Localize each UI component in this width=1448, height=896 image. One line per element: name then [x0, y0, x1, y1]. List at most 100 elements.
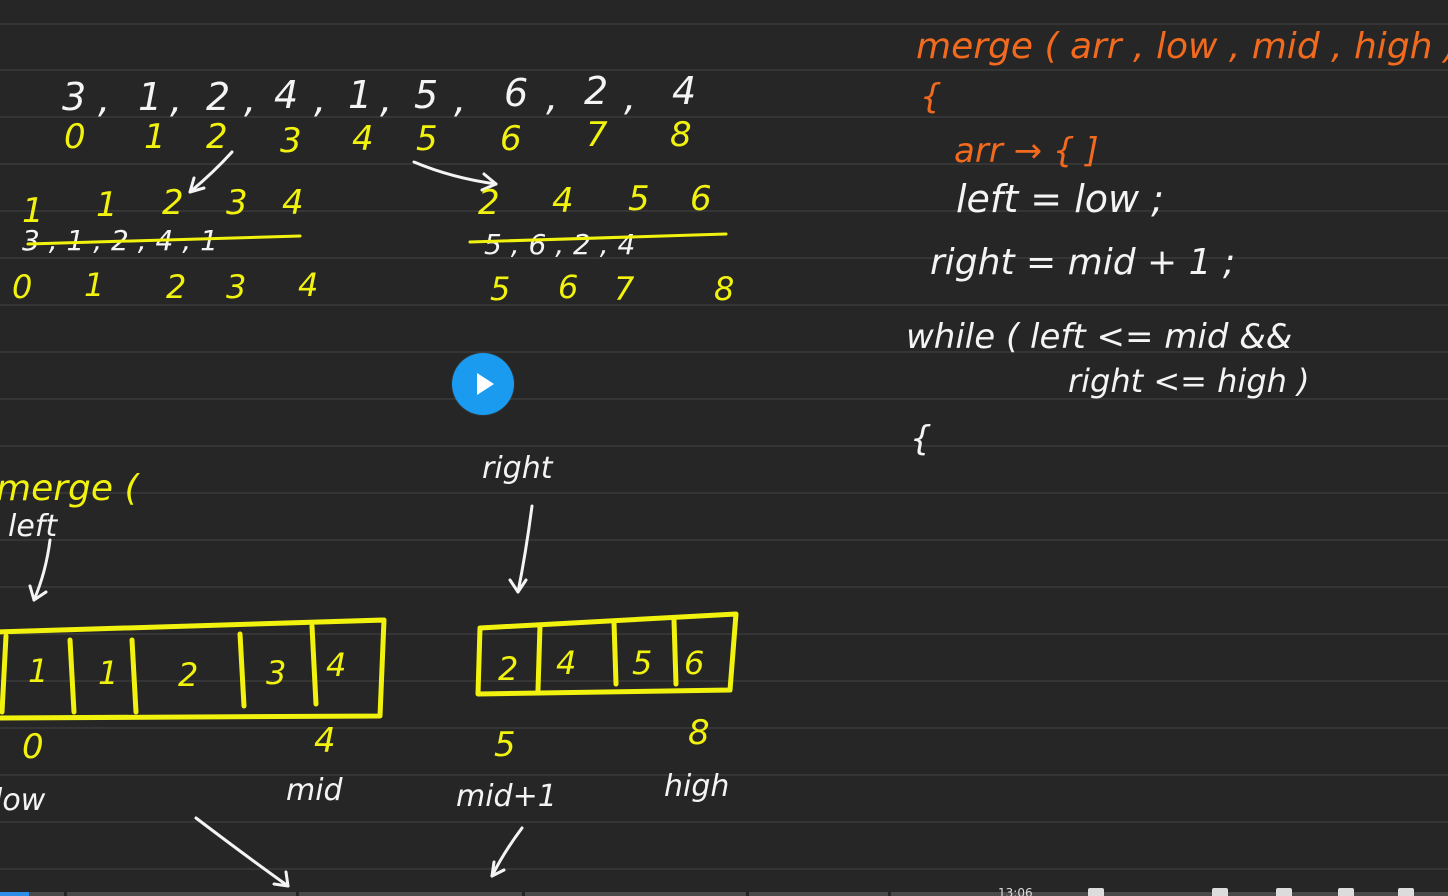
- right-pointer-arrow: [516, 504, 534, 594]
- box-index-labels: 0 4 5 8: [22, 713, 710, 767]
- array-value: 1: [138, 75, 162, 119]
- array-index: 6: [500, 119, 522, 159]
- right-pointer-label: right: [482, 451, 554, 486]
- array-indices-row: 0 1 2 3 4 5 6 7 8: [64, 115, 692, 161]
- array-index: 0: [64, 117, 86, 157]
- right-box-cell: 6: [684, 644, 704, 682]
- play-button[interactable]: [452, 353, 514, 415]
- left-pointer-label: left: [8, 509, 58, 544]
- chapter-marker: [746, 892, 749, 896]
- box-left-start-index: 0: [22, 727, 44, 767]
- split-right-arrow: [412, 160, 498, 186]
- left-box-cell: 4: [326, 646, 346, 684]
- time-readout: 13:06: [998, 886, 1033, 896]
- arr-declaration: arr → { ]: [954, 131, 1099, 171]
- array-index: 4: [352, 119, 374, 159]
- player-controls: 13:06: [960, 884, 1448, 896]
- array-value: 4: [672, 69, 696, 113]
- box-right-start-index: 5: [494, 725, 516, 765]
- miniplayer-icon[interactable]: [1276, 888, 1292, 896]
- right-indices-row: 5 6 7 8: [490, 268, 734, 308]
- array-comma: ,: [546, 75, 558, 119]
- low-label: low: [0, 783, 46, 818]
- array-comma: ,: [624, 75, 636, 119]
- split-left-arrowhead: [188, 176, 206, 194]
- progress-bar[interactable]: [0, 892, 1448, 896]
- right-pointer-arrowhead: [508, 578, 528, 594]
- right-box-cell: 4: [556, 644, 576, 682]
- left-pointer-arrowhead: [28, 584, 48, 602]
- array-value: 2: [584, 69, 608, 113]
- left-box-cell: 3: [266, 654, 286, 692]
- array-comma: ,: [454, 77, 466, 121]
- left-assignment: left = low ;: [956, 177, 1164, 221]
- left-index: 0: [12, 268, 32, 306]
- ruled-lines: [0, 23, 1448, 870]
- right-index: 8: [714, 270, 734, 308]
- left-sorted-value: 1: [96, 185, 118, 225]
- right-box-cells: 2 4 5 6: [498, 644, 704, 688]
- array-value: 4: [274, 73, 298, 117]
- left-sorted-value: 2: [162, 183, 184, 223]
- array-index: 7: [586, 115, 608, 155]
- merge-down-arrow-right-head: [490, 860, 506, 878]
- merge-down-arrow-left-head: [272, 870, 290, 888]
- right-subarray-box: [475, 611, 739, 697]
- left-strike-line: [26, 234, 302, 246]
- right-index: 5: [490, 270, 510, 308]
- settings-icon[interactable]: [1212, 888, 1228, 896]
- array-value: 5: [414, 73, 438, 117]
- left-indices-row: 0 1 2 3 4: [12, 266, 318, 306]
- left-box-cell: 1: [28, 652, 48, 690]
- array-comma: ,: [244, 77, 256, 121]
- array-index: 1: [144, 117, 166, 157]
- open-brace: {: [920, 77, 942, 117]
- array-index: 3: [280, 121, 302, 161]
- array-index: 2: [206, 117, 228, 157]
- left-index: 3: [226, 268, 246, 306]
- merge-down-arrow-left: [194, 816, 290, 888]
- left-subarray-box: [0, 617, 387, 721]
- chapter-marker: [522, 892, 525, 896]
- left-index: 4: [298, 266, 318, 304]
- high-label: high: [664, 769, 729, 804]
- right-index: 7: [614, 270, 635, 308]
- box-pointer-labels: low mid mid+1 high: [0, 769, 729, 818]
- mid-label: mid: [286, 773, 344, 808]
- right-struck-values: 5 , 6 , 2 , 4: [484, 228, 635, 261]
- left-index: 2: [166, 268, 186, 306]
- merge-call-label: merge (: [0, 468, 140, 509]
- right-sorted-value: 6: [690, 179, 712, 219]
- while-condition: while ( left <= mid &&: [906, 317, 1292, 357]
- speed-icon[interactable]: [1088, 888, 1104, 896]
- right-strike-line: [468, 232, 728, 244]
- theater-mode-icon[interactable]: [1338, 888, 1354, 896]
- left-sorted-row: 1 1 2 3 4: [22, 183, 304, 231]
- right-sorted-value: 4: [552, 181, 574, 221]
- chapter-marker: [888, 892, 891, 896]
- array-value: 3: [62, 75, 86, 119]
- right-sorted-row: 2 4 5 6: [478, 179, 712, 223]
- array-index: 8: [670, 115, 692, 155]
- array-value: 6: [504, 71, 528, 115]
- array-values-row: 3 , 1 , 2 , 4 , 1 , 5 , 6 , 2 , 4: [62, 69, 696, 121]
- play-icon: [477, 373, 494, 395]
- chapter-marker: [296, 892, 299, 896]
- right-index: 6: [558, 268, 578, 306]
- merge-signature: merge ( arr , low , mid , high ): [916, 26, 1448, 67]
- left-box-cells: 1 1 2 3 4: [28, 646, 346, 694]
- array-value: 1: [348, 73, 372, 117]
- left-sorted-value: 4: [282, 183, 304, 223]
- array-comma: ,: [314, 77, 326, 121]
- split-right-arrowhead: [480, 172, 498, 192]
- fullscreen-icon[interactable]: [1398, 888, 1414, 896]
- left-box-cell: 1: [98, 654, 118, 692]
- left-index: 1: [84, 266, 104, 304]
- while-open-brace: {: [910, 419, 932, 459]
- array-value: 2: [206, 75, 230, 119]
- right-assignment: right = mid + 1 ;: [930, 242, 1235, 283]
- mid-plus-one-label: mid+1: [456, 779, 557, 814]
- array-comma: ,: [98, 77, 110, 121]
